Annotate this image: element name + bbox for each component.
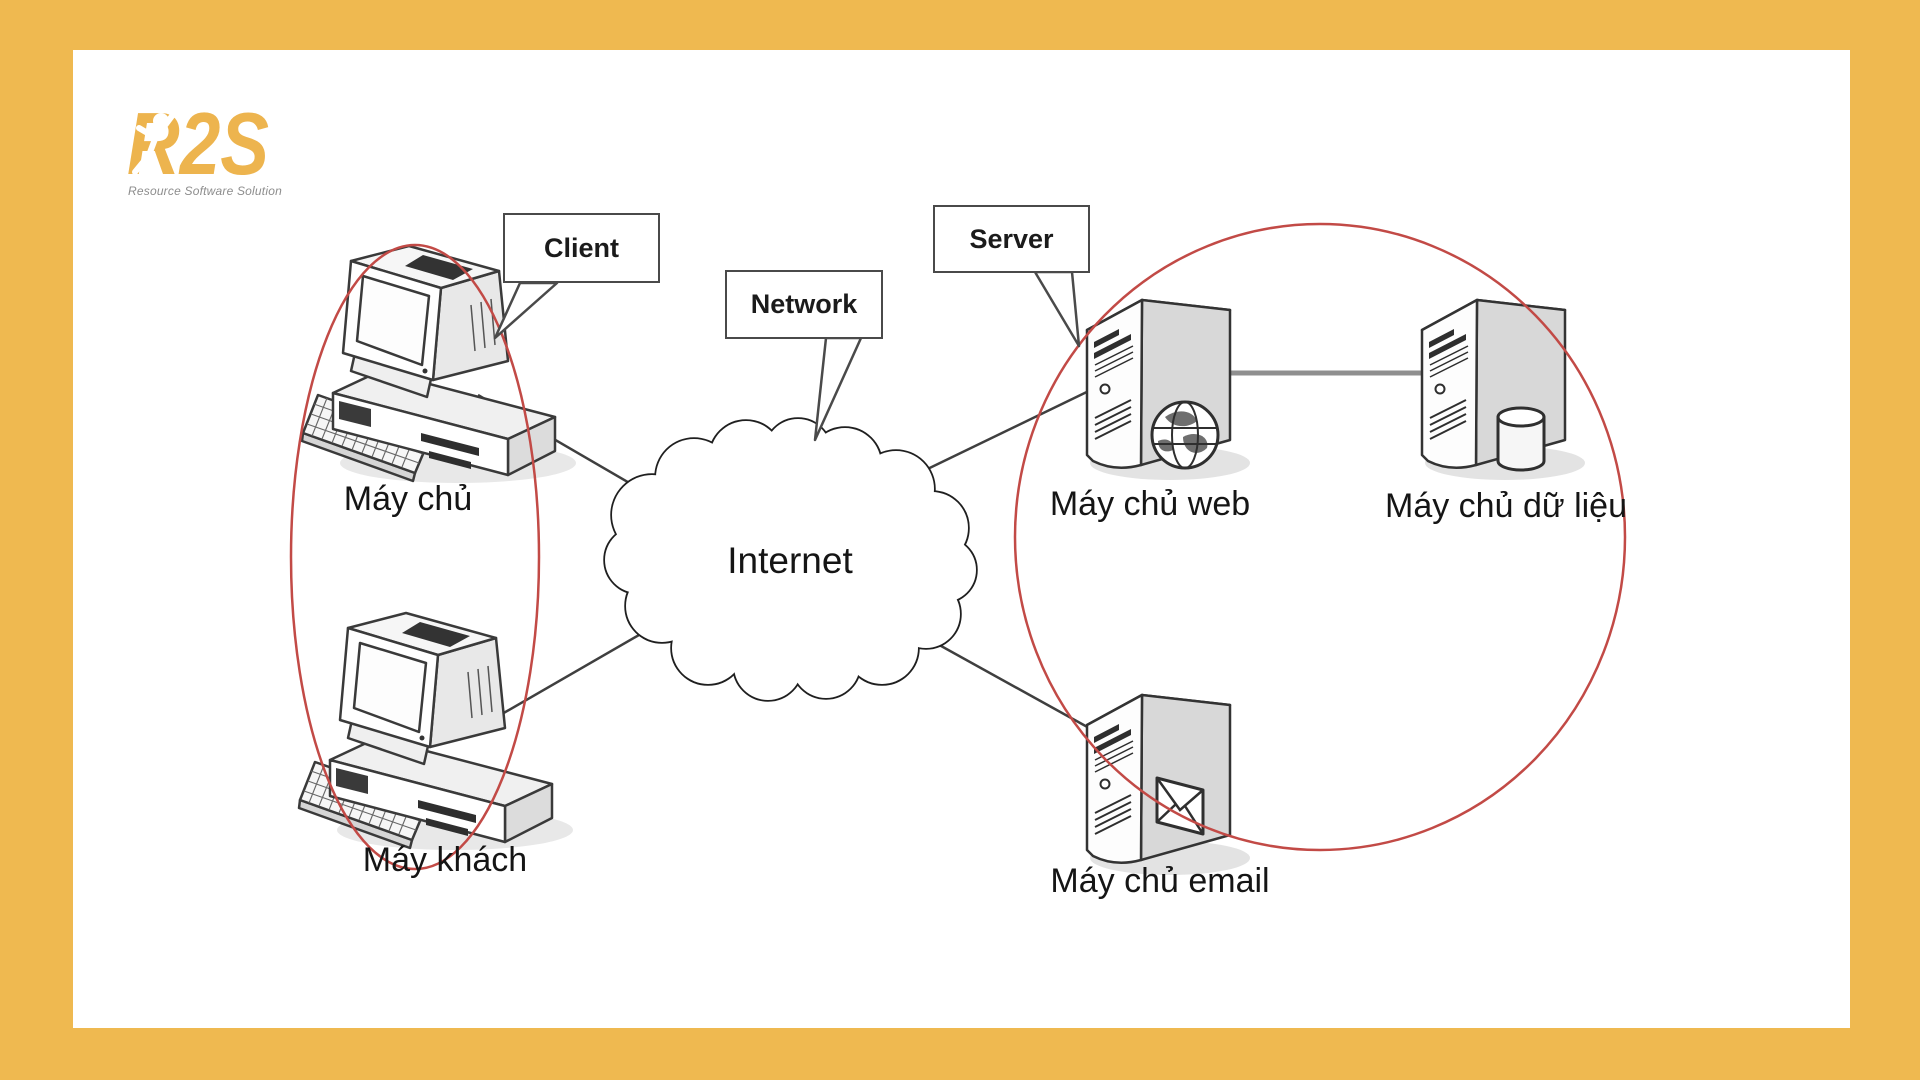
network-callout-label: Network xyxy=(750,289,858,319)
database-cylinder-icon xyxy=(1496,406,1546,472)
network-callout-tail xyxy=(813,336,863,442)
web-server xyxy=(1085,298,1252,482)
client-callout: Client xyxy=(503,213,660,283)
internet-label: Internet xyxy=(727,540,853,581)
logo-subtitle: Resource Software Solution xyxy=(128,184,282,198)
r2s-logo: R2S Resource Software Solution xyxy=(125,94,345,208)
data-server-label: Máy chủ dữ liệu xyxy=(1385,487,1627,525)
top-client-label: Máy chủ xyxy=(343,480,473,518)
link-bottomclient-cloud xyxy=(494,618,666,720)
email-server-label: Máy chủ email xyxy=(1050,862,1270,900)
server-callout: Server xyxy=(933,205,1090,273)
bottom-client-label: Máy khách xyxy=(362,841,528,879)
client-callout-label: Client xyxy=(543,232,619,263)
server-callout-tail xyxy=(1033,270,1081,348)
internet-cloud xyxy=(603,417,978,702)
clients-highlight-ellipse xyxy=(289,243,541,871)
client-computer-bottom xyxy=(297,611,575,852)
logo-text: R2S xyxy=(127,98,269,193)
email-server xyxy=(1085,693,1252,877)
globe-icon xyxy=(1150,400,1220,470)
logo-figure-icon xyxy=(132,109,178,177)
server-callout-label: Server xyxy=(969,223,1054,254)
callout-tails xyxy=(493,270,1081,442)
client-callout-tail xyxy=(493,281,559,340)
web-server-label: Máy chủ web xyxy=(1049,485,1251,523)
data-server xyxy=(1420,298,1587,482)
network-callout: Network xyxy=(725,270,883,339)
r2s-logo-mark: R2S xyxy=(127,94,269,193)
servers-highlight-ellipse xyxy=(1013,222,1627,852)
